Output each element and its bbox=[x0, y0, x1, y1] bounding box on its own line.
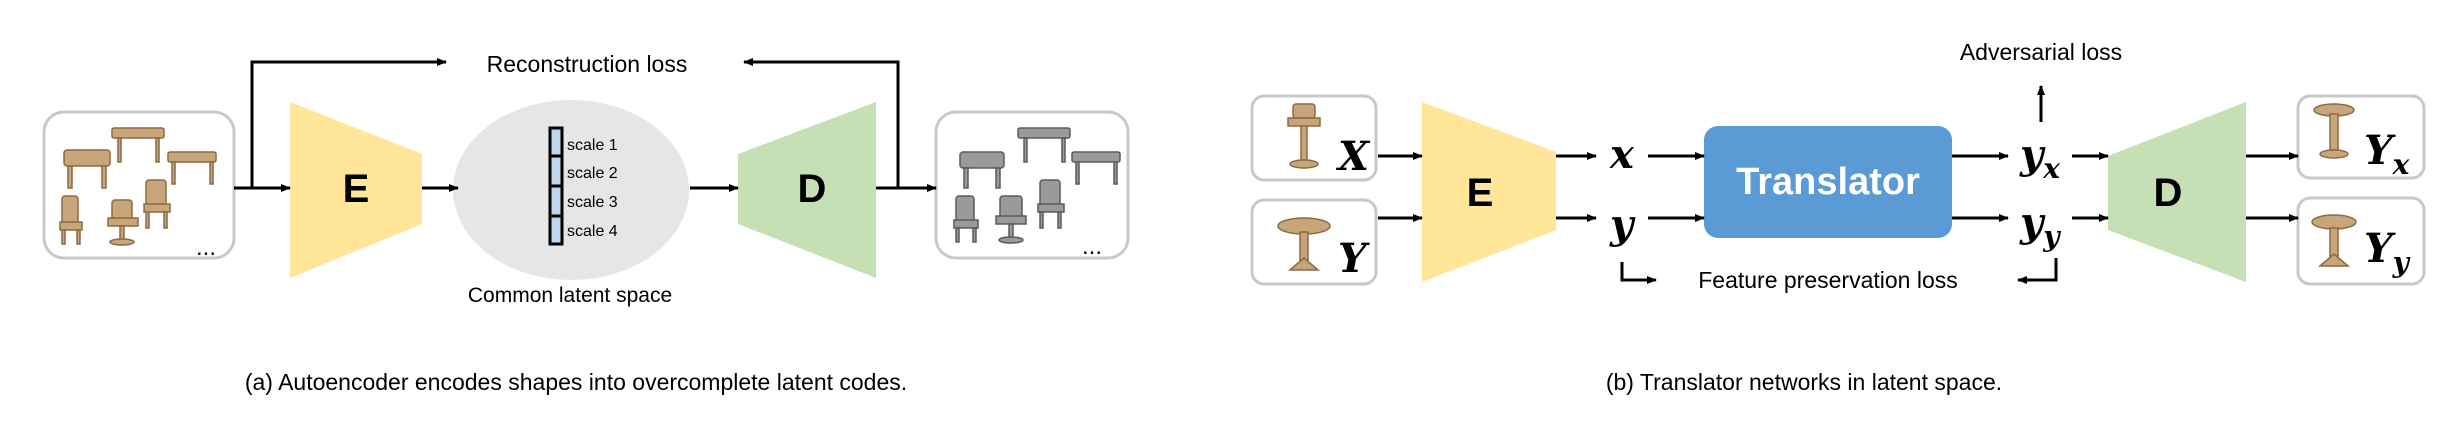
latent-x-label: x bbox=[1609, 131, 1635, 178]
input-Y-label: Y bbox=[1338, 235, 1370, 282]
furniture-icon bbox=[953, 127, 1121, 244]
left-flow-arrows bbox=[234, 58, 937, 192]
round-table-icon bbox=[1277, 217, 1331, 271]
input-Y-box: Y bbox=[1250, 198, 1378, 286]
input-ellipsis: ... bbox=[196, 234, 216, 261]
latent-caption: Common latent space bbox=[468, 284, 672, 307]
output-Yx-box: Yx bbox=[2296, 94, 2426, 181]
latent-y-label: y bbox=[1609, 201, 1636, 248]
right-encoder bbox=[1422, 102, 1556, 282]
left-decoder bbox=[738, 102, 876, 278]
left-decoder-label: D bbox=[798, 167, 827, 211]
output-ellipsis: ... bbox=[1082, 233, 1102, 260]
right-encoder-label: E bbox=[1467, 171, 1494, 215]
left-encoder bbox=[290, 102, 422, 278]
furniture-icon bbox=[59, 127, 217, 246]
latent-space-ellipse bbox=[453, 100, 689, 280]
scale-1-label: scale 1 bbox=[567, 137, 618, 154]
scale-4-label: scale 4 bbox=[567, 223, 618, 240]
right-decoder bbox=[2108, 102, 2246, 282]
output-Yy-label: Yy bbox=[2364, 225, 2411, 279]
scale-3-label: scale 3 bbox=[567, 194, 618, 211]
caption-b: (b) Translator networks in latent space. bbox=[1606, 369, 2002, 395]
translator-block bbox=[1704, 126, 1952, 238]
left-encoder-label: E bbox=[343, 167, 370, 211]
input-X-label: X bbox=[1335, 133, 1371, 180]
round-table-icon bbox=[2313, 103, 2355, 159]
right-decoder-label: D bbox=[2154, 171, 2183, 215]
translated-yy-label: yy bbox=[2019, 199, 2061, 253]
output-shapes-box: ... bbox=[934, 110, 1130, 260]
scale-2-label: scale 2 bbox=[567, 165, 618, 182]
right-flow-arrows bbox=[1378, 85, 2299, 284]
round-table-icon bbox=[2311, 214, 2357, 267]
adversarial-loss-label: Adversarial loss bbox=[1960, 39, 2122, 65]
input-shapes-box: ... bbox=[42, 110, 236, 261]
reconstruction-loss-label: Reconstruction loss bbox=[487, 51, 688, 77]
output-Yy-box: Yy bbox=[2296, 196, 2426, 286]
translated-yx-label: yx bbox=[2019, 131, 2060, 185]
feature-preservation-loss-label: Feature preservation loss bbox=[1698, 267, 1958, 293]
stool-icon bbox=[1287, 103, 1321, 169]
input-X-box: X bbox=[1250, 94, 1378, 182]
latent-code-stack bbox=[548, 126, 564, 246]
translator-label: Translator bbox=[1736, 161, 1920, 203]
output-Yx-label: Yx bbox=[2364, 127, 2410, 181]
caption-a: (a) Autoencoder encodes shapes into over… bbox=[245, 369, 907, 395]
